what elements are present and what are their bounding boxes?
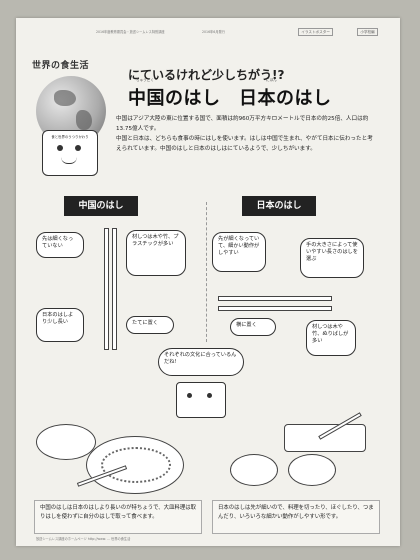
bubble-china-length: 日本のはしより少し長い — [36, 308, 84, 342]
continent-shape — [54, 90, 76, 106]
footer-note: 放送シームレス講座のホームページ http://www. ... 世界の食生活 — [36, 537, 131, 541]
intro-paragraph: 中国と日本は、どちらも食事の時にはしを使います。はしは中国で生まれ、やがて日本に… — [116, 136, 373, 152]
bubble-japan-material: 材しつは木や竹、ぬりばしが多い — [306, 320, 356, 356]
mascot-eye-icon — [57, 145, 63, 151]
section-divider — [206, 202, 207, 342]
chinese-chopstick-icon — [104, 228, 109, 350]
header-tags: イラストポスター 小学校編 — [286, 28, 390, 36]
chinese-chopstick-icon — [112, 228, 117, 350]
page-title: 中国のはし 日本のはし — [128, 88, 332, 109]
mascot-eye-icon — [187, 393, 192, 398]
fish-plate-icon — [284, 424, 366, 452]
subtitle: にているけれど少しちがう!? — [128, 68, 285, 82]
japanese-chopstick-icon — [218, 296, 332, 301]
bubble-japan-placement: 横に置く — [230, 318, 276, 336]
top-note-2: 2016年6月発行 — [202, 30, 225, 34]
dumpling-plate-icon — [36, 424, 96, 460]
mascot-icon — [176, 382, 226, 418]
mascot-label: 食と世界のうつりかわり — [51, 135, 89, 139]
top-note: 2016年度教育委員会・放送シームレス特別講座 — [96, 30, 165, 34]
tag-poster: イラストポスター — [298, 28, 333, 36]
noodles-icon — [101, 447, 171, 483]
rice-bowl-icon — [230, 454, 278, 486]
bubble-china-tip: 先は細くなっていない — [36, 232, 84, 258]
bubble-china-placement: たてに置く — [126, 316, 174, 334]
japanese-chopstick-icon — [218, 306, 332, 311]
japan-heading: 日本のはし — [242, 196, 316, 216]
bubble-china-material: 材しつは木や竹、プラスチックが多い — [126, 230, 186, 276]
continent-shape — [76, 110, 92, 130]
mascot-mouth-icon — [61, 157, 77, 164]
bubble-japan-size: 手の大きさによって使いやすい長さのはしを選ぶ — [300, 238, 364, 278]
mascot-eye-icon — [75, 145, 81, 151]
soup-bowl-icon — [288, 454, 336, 486]
mascot-box: 食と世界のうつりかわり — [42, 130, 98, 176]
intro-text: 中国はアジア大陸の東に位置する国で、面積は約960万平方キロメートルで日本の約2… — [116, 114, 378, 154]
china-summary: 中国のはしは日本のはしより長いのが特ちょうで、大皿料理は取りはしを使わずに自分の… — [34, 500, 202, 534]
ruby-china: ちゅうごく — [136, 78, 154, 82]
china-heading: 中国のはし — [64, 196, 138, 216]
logo-title: 世界の食生活 — [32, 61, 90, 71]
noodle-plate-icon — [86, 436, 184, 494]
center-bubble: それぞれの文化に合っているんだね! — [158, 348, 244, 376]
intro-paragraph: 中国はアジア大陸の東に位置する国で、面積は約960万平方キロメートルで日本の約2… — [116, 116, 369, 132]
tag-grade: 小学校編 — [357, 28, 378, 36]
ruby-japan: にほん — [266, 78, 277, 82]
mascot-eye-icon — [207, 393, 212, 398]
japan-summary: 日本のはしは先が細いので、料理を切ったり、ほぐしたり、つまんだり、いろいろな細か… — [212, 500, 380, 534]
poster-sheet: 2016年度教育委員会・放送シームレス特別講座 2016年6月発行 イラストポス… — [16, 18, 400, 546]
bubble-japan-tip: 先が細くなっていて、細かい動作がしやすい — [212, 232, 266, 272]
